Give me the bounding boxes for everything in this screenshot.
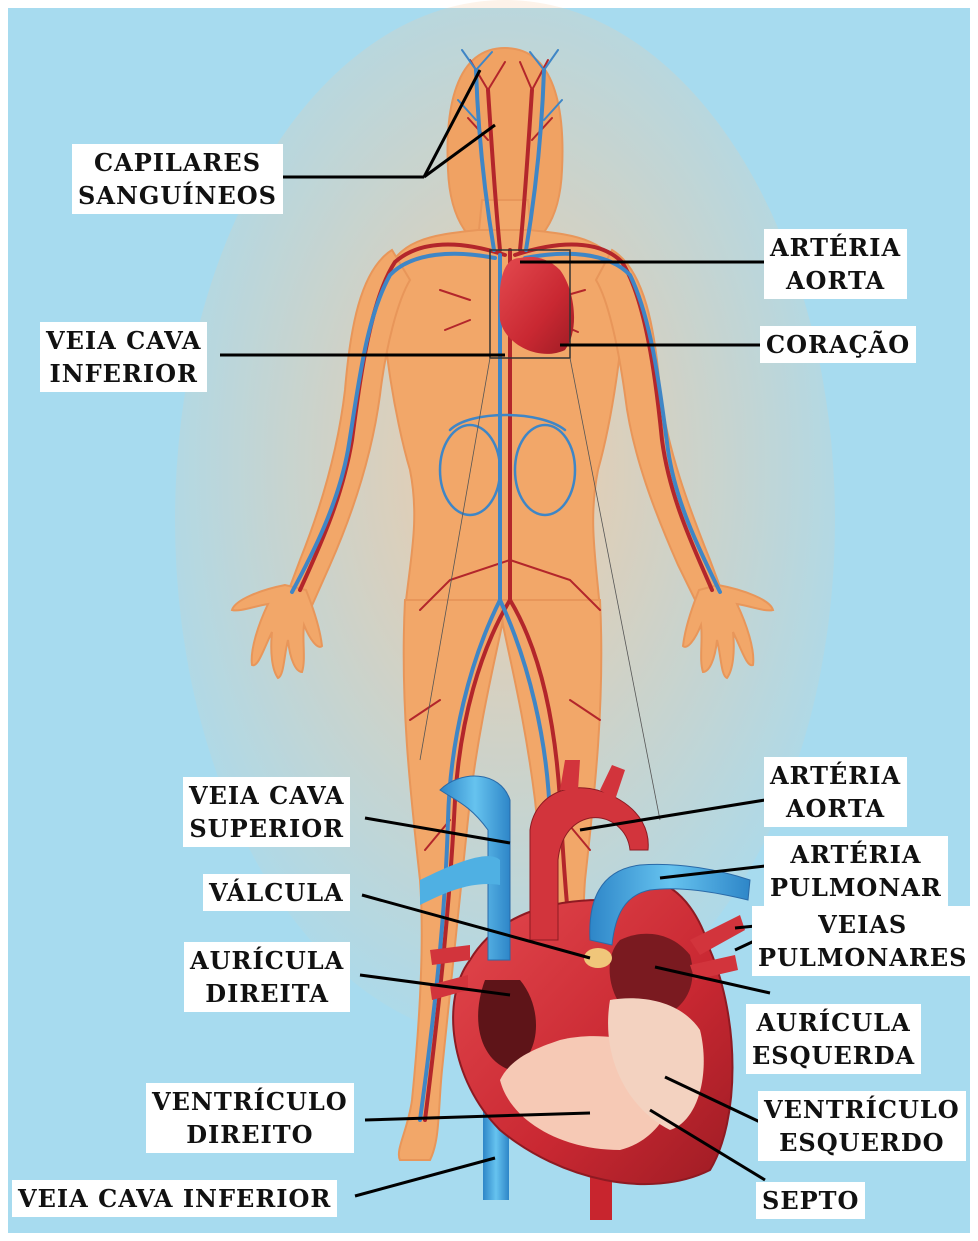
label-veia-cava-inferior: VEIA CAVA INFERIOR [12,1180,337,1217]
label-ventriculo-esquerdo: VENTRÍCULO ESQUERDO [758,1091,966,1161]
label-arteria-aorta-top: ARTÉRIA AORTA [764,229,907,299]
label-auricula-esquerda: AURÍCULA ESQUERDA [746,1004,921,1074]
label-coracao: CORAÇÃO [760,326,916,363]
label-veia-cava-superior: VEIA CAVA SUPERIOR [183,777,350,847]
label-ventriculo-direito: VENTRÍCULO DIREITO [146,1083,354,1153]
label-capilares-sanguineos: CAPILARES SANGUÍNEOS [72,144,283,214]
label-veia-cava-inferior-top: VEIA CAVA INFERIOR [40,322,207,392]
label-veias-pulmonares: VEIAS PULMONARES [752,906,973,976]
label-septo: SEPTO [756,1182,865,1219]
label-arteria-pulmonar: ARTÉRIA PULMONAR [764,836,948,906]
label-arteria-aorta: ARTÉRIA AORTA [764,757,907,827]
label-auricula-direita: AURÍCULA DIREITA [184,942,350,1012]
label-valcula: VÁLCULA [203,874,350,911]
